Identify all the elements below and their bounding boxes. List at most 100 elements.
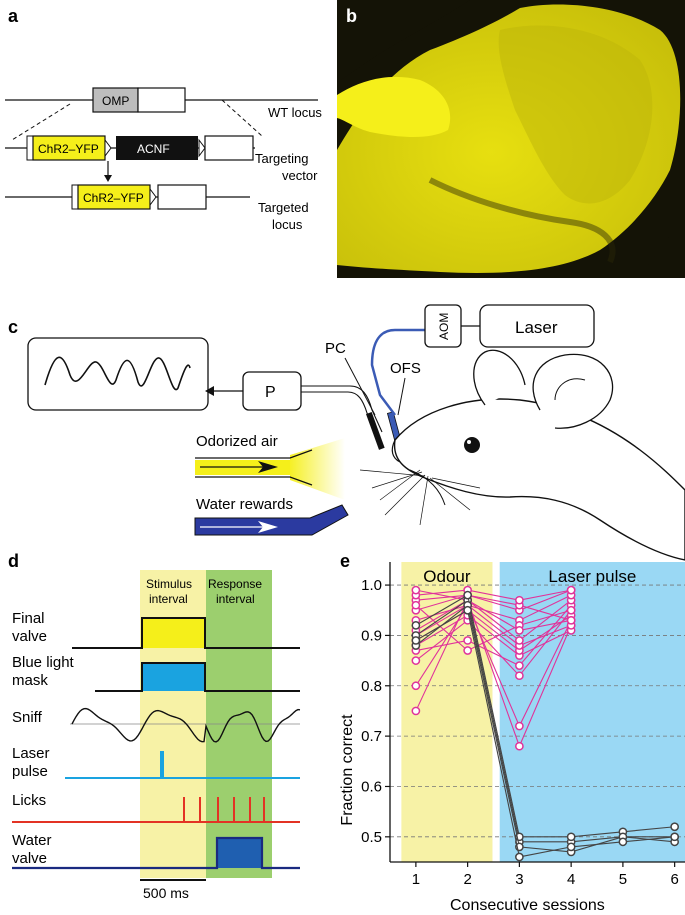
magenta-series-line (415, 598, 572, 748)
mouse-illustration (359, 349, 685, 561)
sniff-trace (71, 707, 301, 743)
time-scale-label: 500 ms (143, 885, 189, 901)
magenta-data-point (566, 615, 576, 625)
cre-arrow-head (104, 175, 112, 182)
y-tick-label: 0.5 (361, 829, 382, 846)
omp-label: OMP (102, 94, 129, 108)
glomerular-layer (498, 25, 653, 204)
targeting-label-2: vector (282, 168, 318, 183)
sniff-label: Sniff (12, 709, 43, 726)
blue-light-label-2: mask (12, 672, 48, 689)
black-data-point (670, 822, 679, 832)
magenta-data-point (411, 600, 421, 610)
blue-mask-trace (95, 662, 300, 692)
magenta-series-line (415, 589, 572, 601)
panel-a-label: a (8, 6, 19, 26)
final-valve-label-2: valve (12, 628, 47, 645)
pc-tube-outer (301, 385, 383, 433)
wt-locus-label: WT locus (268, 105, 322, 120)
acnf-box (116, 136, 198, 160)
mouse-eye-highlight (467, 440, 471, 444)
whisker-4 (419, 475, 429, 526)
blue-mask-pulse-fill (142, 663, 205, 691)
y-tick-label: 0.9 (361, 627, 382, 644)
black-series-line (415, 599, 675, 843)
panel-b: b (337, 0, 685, 278)
y-tick-label: 0.8 (361, 678, 382, 695)
chr2-yfp-box-targeted (77, 184, 151, 210)
laser-pulse-label-2: pulse (12, 763, 48, 780)
black-data-point (463, 590, 472, 600)
pc-label: PC (325, 340, 346, 357)
chart-series (411, 585, 679, 862)
panel-d-label: d (8, 551, 19, 571)
pc-cannula (366, 412, 385, 450)
panel-a: a OMP WT locus ChR2–YFP ACNF Targeting v… (5, 6, 322, 232)
acnf-label: ACNF (137, 142, 170, 156)
mouse-nose (391, 439, 401, 463)
water-flow-arrow (258, 521, 278, 533)
odor-plume (290, 438, 345, 500)
panel-b-label: b (346, 6, 357, 26)
crossover-right (221, 99, 263, 137)
magenta-data-point (515, 626, 524, 635)
response-label-2: interval (216, 592, 255, 606)
lick-events (183, 797, 265, 822)
magenta-data-point (566, 585, 576, 595)
magenta-series-line (415, 589, 572, 631)
pc-pointer (344, 357, 376, 416)
magenta-data-point (515, 741, 524, 751)
magenta-series-line (415, 614, 572, 657)
magenta-data-point (411, 585, 421, 595)
y-tick-label: 0.7 (361, 728, 382, 745)
chr2-label-targeted: ChR2–YFP (83, 191, 144, 205)
magenta-series-line (415, 594, 572, 621)
tissue-fold (428, 177, 616, 264)
stimulus-label-1: Stimulus (146, 577, 192, 591)
black-data-point (463, 605, 472, 615)
magenta-series-line (415, 599, 572, 642)
black-data-point (618, 837, 628, 847)
laser-pulse-label-1: Laser (12, 745, 50, 762)
whisker-6 (431, 477, 481, 489)
loxp-site-1 (104, 138, 112, 158)
magenta-data-point (515, 721, 524, 731)
final-valve-trace (72, 617, 300, 649)
panel-d: d Stimulus interval Response interval Fi… (8, 551, 301, 901)
loxp-site-2 (198, 138, 206, 158)
vector-exon-box (204, 135, 254, 161)
black-data-point (411, 621, 421, 630)
odor-tube-bottom (195, 476, 313, 486)
magenta-series-line (415, 589, 572, 611)
water-valve-trace (12, 836, 300, 870)
magenta-data-point (463, 646, 472, 655)
stimulus-label-2: interval (149, 592, 188, 606)
black-series-line (415, 594, 675, 838)
water-rewards-label: Water rewards (196, 496, 293, 513)
x-tick-label: 4 (567, 871, 575, 888)
dark-region-top (337, 0, 470, 82)
magenta-data-point (411, 681, 421, 691)
targeted-label-2: locus (272, 217, 303, 232)
black-data-point (411, 636, 421, 645)
optical-fiber (370, 328, 425, 416)
targeted-exon-box (157, 184, 207, 210)
odorized-air-label: Odorized air (196, 433, 278, 450)
black-data-point (515, 852, 524, 862)
whisker-7 (359, 469, 426, 477)
y-tick-label: 1.0 (361, 577, 382, 594)
magenta-data-point (463, 636, 472, 645)
magenta-data-point (566, 605, 576, 615)
x-tick-label: 2 (463, 871, 471, 888)
magenta-series-line (415, 604, 572, 647)
wt-exon-box (137, 87, 186, 113)
mouse-mouth (409, 469, 446, 506)
mouse-eye (464, 437, 480, 453)
region-laser (499, 562, 685, 862)
magenta-data-point (515, 671, 524, 681)
laser-box (479, 304, 595, 348)
magenta-series-line (415, 594, 572, 621)
laser-pulse-trace (65, 751, 300, 779)
